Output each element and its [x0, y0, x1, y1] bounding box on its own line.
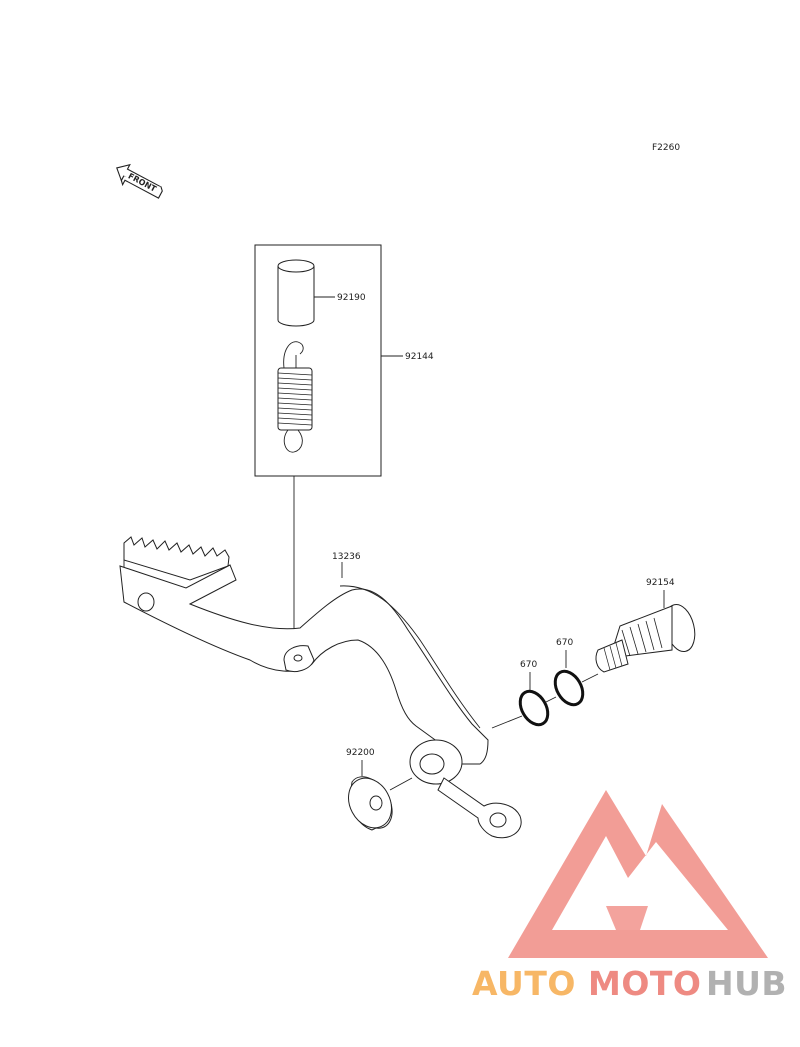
part-label-92154: 92154 [646, 578, 675, 588]
o-ring-1-part [518, 689, 550, 727]
brake-pedal-part [119, 536, 522, 839]
part-label-92200: 92200 [346, 748, 375, 758]
logo-word-moto: MOTO [588, 964, 701, 1003]
o-ring-2-part [553, 669, 585, 707]
part-label-13236: 13236 [332, 552, 361, 562]
part-label-670-a: 670 [520, 660, 537, 670]
spring-kit-box [254, 244, 382, 477]
washer-part [348, 776, 393, 831]
logo-word-auto: AUTO [472, 964, 576, 1003]
part-label-92144: 92144 [405, 352, 434, 362]
logo-word-hub: HUB [706, 964, 787, 1003]
bushing-part [277, 259, 315, 327]
part-label-92190: 92190 [337, 293, 366, 303]
figure-code: F2260 [652, 143, 680, 153]
part-label-670-b: 670 [556, 638, 573, 648]
pivot-bolt-part [595, 603, 696, 673]
spring-part [277, 341, 313, 453]
logo-triangle-icon [508, 790, 768, 958]
front-arrow-icon: FRONT [116, 163, 163, 199]
automotohub-logo: AUTO MOTO HUB [472, 790, 787, 1003]
